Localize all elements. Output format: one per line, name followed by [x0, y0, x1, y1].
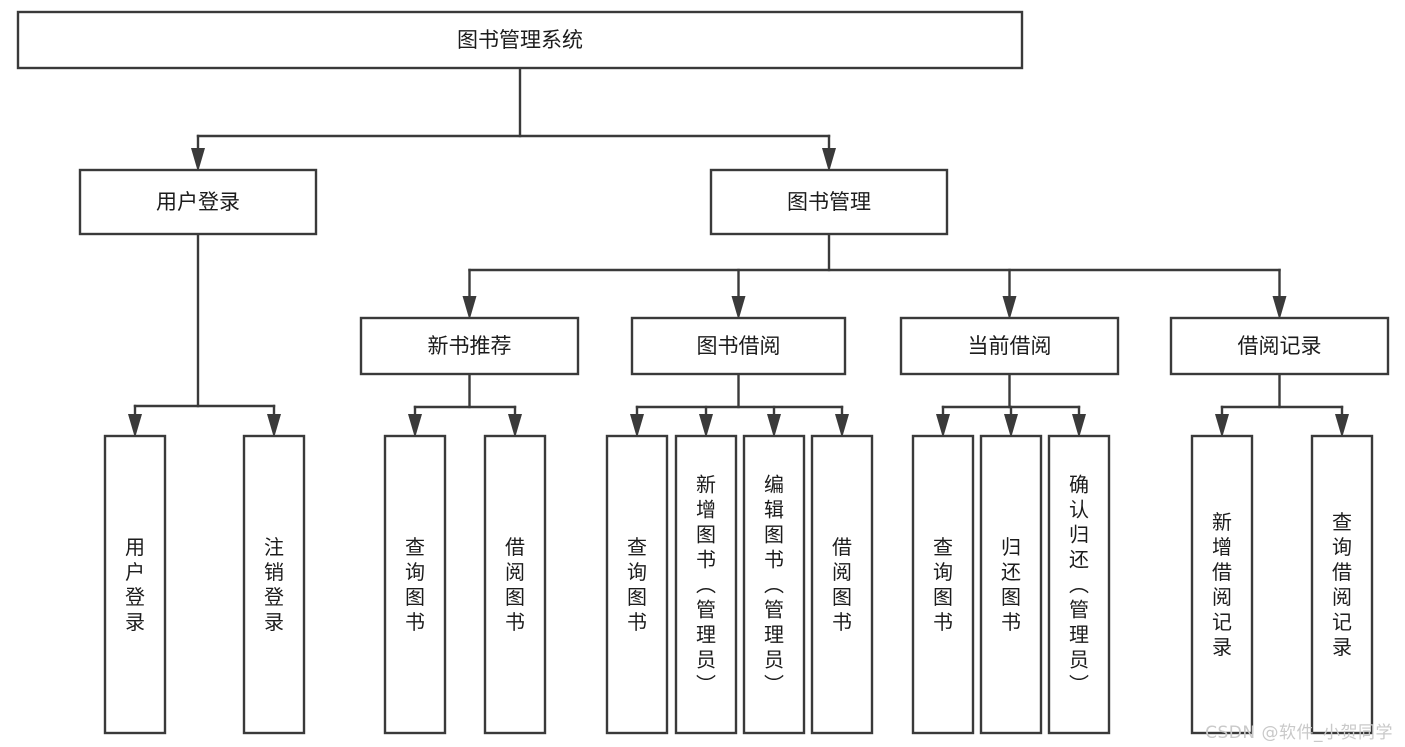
arrow-head-icon [267, 414, 281, 438]
node-leaf_5[interactable]: 新增图书︵管理员︶ [674, 434, 738, 735]
edge-group [936, 372, 1086, 438]
node-label: 查询图书 [933, 535, 953, 634]
node-leaf_4[interactable]: 查询图书 [605, 434, 669, 735]
node-label: 确认归还︵管理员︶ [1069, 473, 1089, 697]
node-box[interactable] [742, 434, 806, 735]
arrow-head-icon [630, 414, 644, 438]
arrow-head-icon [1215, 414, 1229, 438]
node-label: 借阅记录 [1238, 334, 1322, 358]
node-leaf_11[interactable]: 新增借阅记录 [1190, 434, 1254, 735]
node-box[interactable] [242, 434, 306, 735]
node-leaf_12[interactable]: 查询借阅记录 [1310, 434, 1374, 735]
node-label: 图书借阅 [697, 334, 781, 358]
edges-layer [128, 66, 1349, 438]
node-box[interactable] [605, 434, 669, 735]
edge-group [408, 372, 522, 438]
node-label: 新书推荐 [428, 334, 512, 358]
nodes-layer: 图书管理系统用户登录图书管理新书推荐图书借阅当前借阅借阅记录用户登录注销登录查询… [16, 10, 1390, 735]
arrow-head-icon [1004, 414, 1018, 438]
node-label: 图书管理系统 [457, 28, 583, 52]
arrow-head-icon [508, 414, 522, 438]
node-label: 查询借阅记录 [1332, 510, 1352, 659]
node-box[interactable] [359, 316, 580, 376]
node-box[interactable] [709, 168, 949, 236]
edge-group [191, 66, 836, 172]
node-leaf_3[interactable]: 借阅图书 [483, 434, 547, 735]
node-leaf_6[interactable]: 编辑图书︵管理员︶ [742, 434, 806, 735]
node-label: 查询图书 [627, 535, 647, 634]
node-leaf_10[interactable]: 确认归还︵管理员︶ [1047, 434, 1111, 735]
node-leaf_2[interactable]: 查询图书 [383, 434, 447, 735]
node-label: 查询图书 [405, 535, 425, 634]
node-label: 归还图书 [1001, 535, 1021, 634]
node-box[interactable] [103, 434, 167, 735]
node-label: 编辑图书︵管理员︶ [764, 473, 784, 697]
arrow-head-icon [699, 414, 713, 438]
node-box[interactable] [810, 434, 874, 735]
arrow-head-icon [822, 148, 836, 172]
edge-group [630, 372, 849, 438]
arrow-head-icon [1072, 414, 1086, 438]
node-box[interactable] [483, 434, 547, 735]
node-l2_2[interactable]: 当前借阅 [899, 316, 1120, 376]
node-label: 注销登录 [264, 535, 284, 634]
node-box[interactable] [16, 10, 1024, 70]
node-label: 用户登录 [125, 535, 145, 634]
node-box[interactable] [979, 434, 1043, 735]
node-label: 新增借阅记录 [1212, 510, 1232, 659]
edge-group [1215, 372, 1349, 438]
node-box[interactable] [1169, 316, 1390, 376]
arrow-head-icon [1002, 296, 1017, 320]
arrow-head-icon [408, 414, 422, 438]
node-l1_1[interactable]: 图书管理 [709, 168, 949, 236]
node-leaf_7[interactable]: 借阅图书 [810, 434, 874, 735]
node-leaf_9[interactable]: 归还图书 [979, 434, 1043, 735]
arrow-head-icon [462, 296, 477, 320]
node-l2_0[interactable]: 新书推荐 [359, 316, 580, 376]
node-box[interactable] [1190, 434, 1254, 735]
arrow-head-icon [936, 414, 950, 438]
node-leaf_0[interactable]: 用户登录 [103, 434, 167, 735]
node-root[interactable]: 图书管理系统 [16, 10, 1024, 70]
node-leaf_8[interactable]: 查询图书 [911, 434, 975, 735]
arrow-head-icon [835, 414, 849, 438]
node-label: 当前借阅 [968, 334, 1052, 358]
arrow-head-icon [731, 296, 746, 320]
arrow-head-icon [1335, 414, 1349, 438]
node-label: 借阅图书 [832, 535, 852, 634]
node-box[interactable] [1310, 434, 1374, 735]
node-box[interactable] [1047, 434, 1111, 735]
node-label: 图书管理 [787, 190, 871, 214]
node-label: 借阅图书 [505, 535, 525, 634]
node-leaf_1[interactable]: 注销登录 [242, 434, 306, 735]
node-box[interactable] [78, 168, 318, 236]
node-l2_3[interactable]: 借阅记录 [1169, 316, 1390, 376]
node-label: 新增图书︵管理员︶ [696, 473, 716, 697]
node-box[interactable] [911, 434, 975, 735]
edge-group [462, 232, 1287, 320]
node-box[interactable] [899, 316, 1120, 376]
node-l2_1[interactable]: 图书借阅 [630, 316, 847, 376]
arrow-head-icon [191, 148, 205, 172]
node-l1_0[interactable]: 用户登录 [78, 168, 318, 236]
arrow-head-icon [128, 414, 142, 438]
arrow-head-icon [767, 414, 781, 438]
node-box[interactable] [630, 316, 847, 376]
node-box[interactable] [674, 434, 738, 735]
node-box[interactable] [383, 434, 447, 735]
edge-group [128, 232, 281, 438]
node-label: 用户登录 [156, 190, 240, 214]
arrow-head-icon [1272, 296, 1287, 320]
